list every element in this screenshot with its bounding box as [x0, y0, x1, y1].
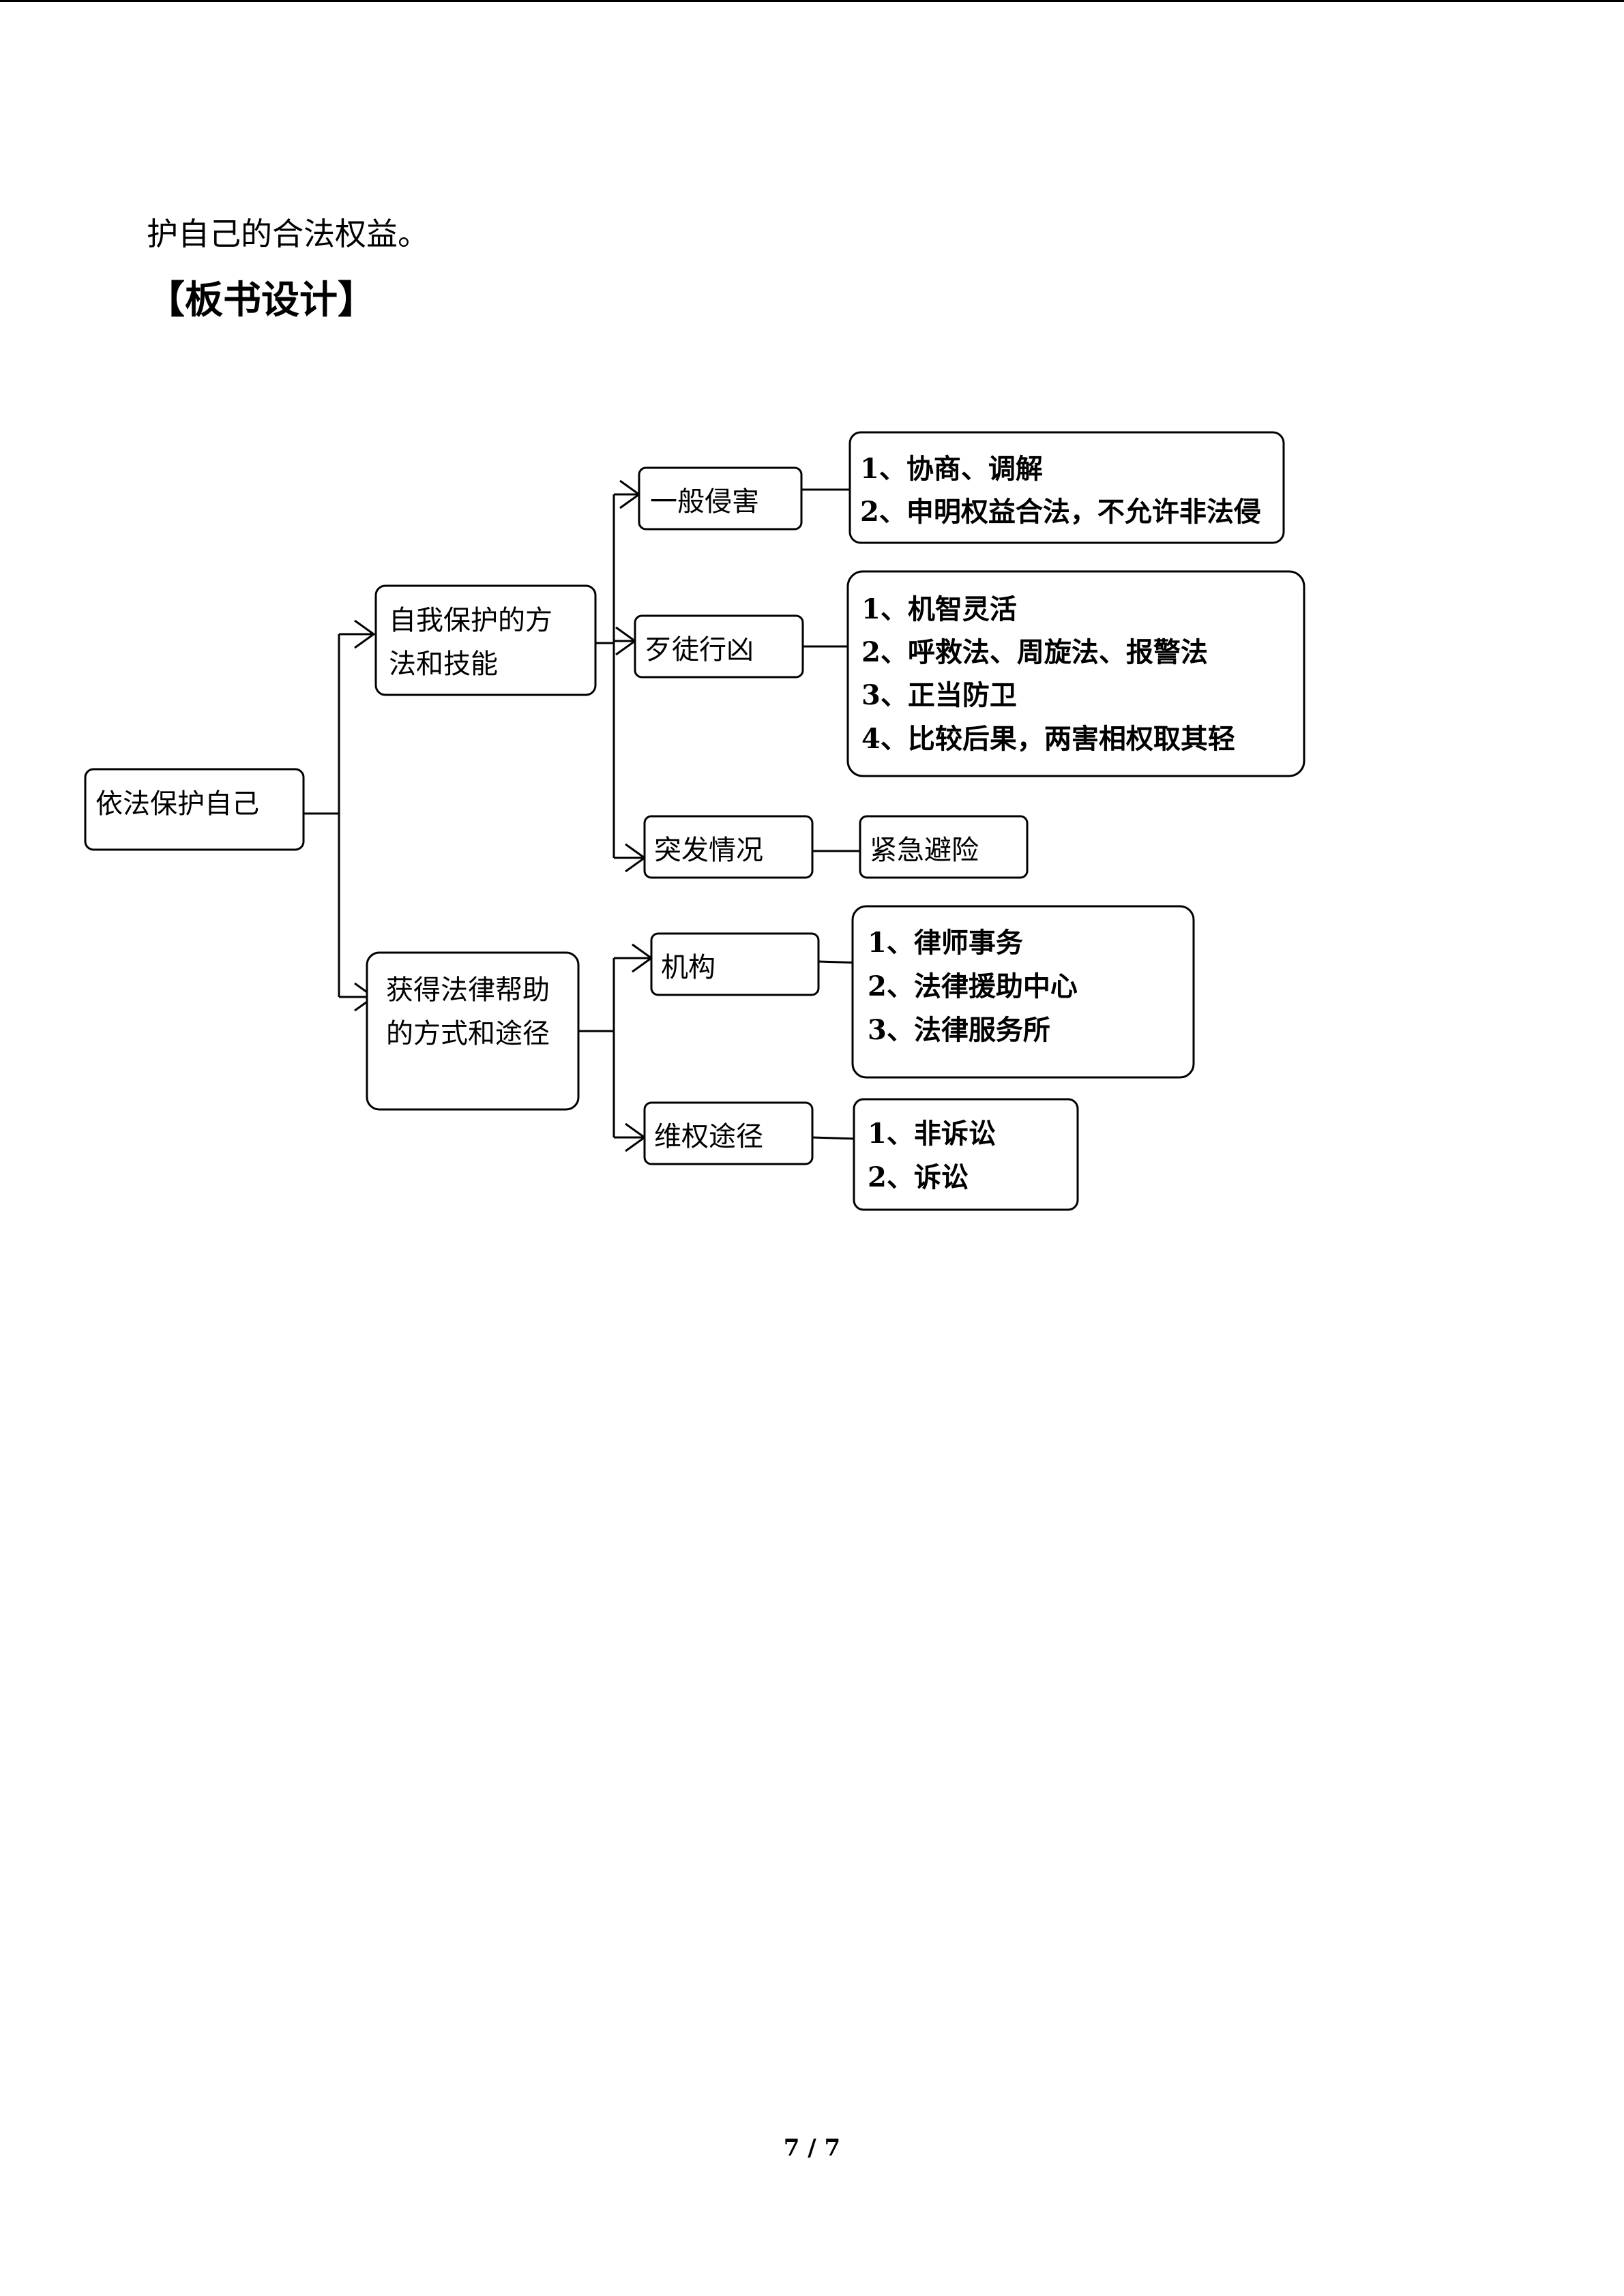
list-item: 紧急避险 — [870, 835, 979, 866]
node-emergency-label: 突发情况 — [654, 835, 763, 866]
branch-self-protection-line-2: 法和技能 — [389, 648, 498, 680]
branch-self-protection-line-1: 自我保护的方 — [389, 605, 552, 636]
node-rights-paths-label: 维权途径 — [654, 1121, 763, 1152]
list-item: 2、申明权益合法，不允许非法侵 — [860, 496, 1261, 528]
root-node-label: 依法保护自己 — [95, 788, 259, 820]
list-criminal-attack: 1、机智灵活 2、呼救法、周旋法、报警法 3、正当防卫 4、比较后果，两害相权取… — [846, 570, 1305, 777]
node-rights-paths: 维权途径 — [643, 1101, 814, 1165]
list-item: 1、律师事务 — [868, 927, 1023, 959]
node-emergency: 突发情况 — [643, 815, 814, 879]
list-item: 4、比较后果，两害相权取其轻 — [861, 723, 1235, 755]
root-node: 依法保护自己 — [84, 768, 305, 851]
branch-legal-help: 获得法律帮助 的方式和途径 — [366, 951, 580, 1111]
list-general-infringement: 1、协商、调解 2、申明权益合法，不允许非法侵 — [848, 431, 1285, 544]
node-general-infringement: 一般侵害 — [638, 466, 803, 531]
node-criminal-attack: 歹徒行凶 — [634, 614, 804, 679]
top-border-rule — [0, 0, 1624, 2]
node-institutions-label: 机构 — [661, 952, 715, 983]
list-item: 2、诉讼 — [868, 1161, 969, 1193]
list-item: 3、正当防卫 — [861, 679, 1017, 711]
list-item: 2、呼救法、周旋法、报警法 — [861, 636, 1208, 668]
body-text-line: 护自己的合法权益。 — [147, 215, 429, 252]
branch-legal-help-line-1: 获得法律帮助 — [386, 974, 550, 1006]
list-item: 2、法律援助中心 — [868, 970, 1078, 1002]
list-item: 1、协商、调解 — [860, 453, 1043, 485]
branch-self-protection: 自我保护的方 法和技能 — [374, 584, 597, 696]
page-number: 7 / 7 — [783, 2134, 841, 2162]
list-institutions: 1、律师事务 2、法律援助中心 3、法律服务所 — [851, 905, 1195, 1079]
list-item: 3、法律服务所 — [868, 1014, 1050, 1046]
list-emergency: 紧急避险 — [859, 815, 1029, 879]
node-general-infringement-label: 一般侵害 — [650, 486, 759, 518]
section-heading: 【板书设计】 — [147, 278, 376, 323]
list-item: 1、非诉讼 — [868, 1118, 996, 1150]
branch-legal-help-line-2: 的方式和途径 — [386, 1018, 550, 1049]
node-criminal-attack-label: 歹徒行凶 — [645, 634, 754, 666]
node-institutions: 机构 — [650, 932, 820, 996]
list-rights-paths: 1、非诉讼 2、诉讼 — [853, 1098, 1079, 1211]
list-item: 1、机智灵活 — [861, 593, 1017, 625]
